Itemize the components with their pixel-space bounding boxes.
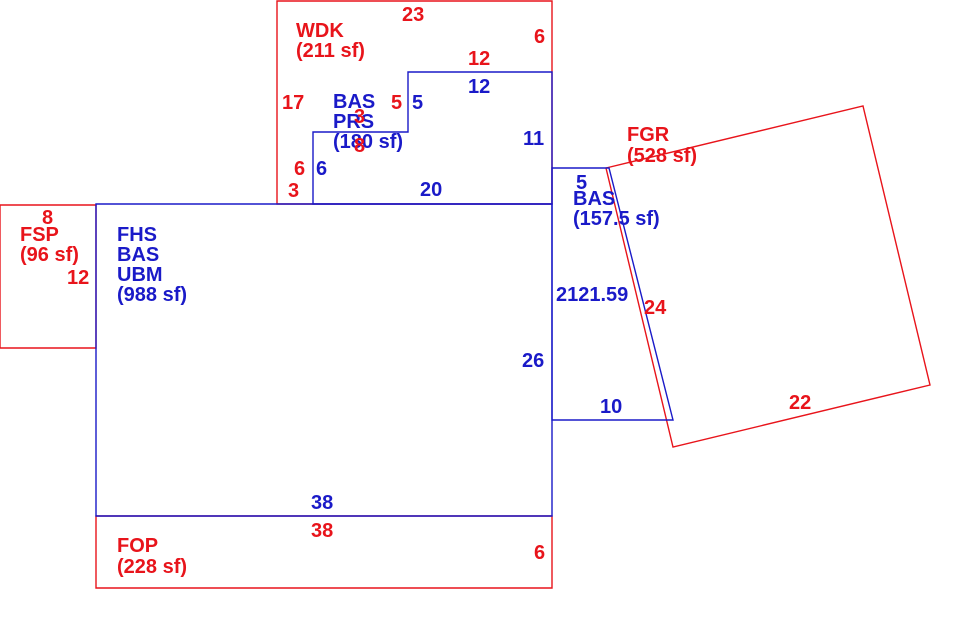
dim-wdk-right: 6 — [534, 26, 545, 48]
right-bas-outline — [551, 167, 674, 421]
dim-fgr-left: 24 — [644, 297, 667, 319]
dim-fop-right: 6 — [534, 542, 545, 564]
dim-wdk-step-3: 3 — [288, 180, 299, 202]
dim-wdk-step-6: 6 — [294, 158, 305, 180]
dim-bas-top: 12 — [468, 76, 490, 98]
wdk-code: WDK — [296, 20, 344, 42]
dim-wdk-top: 23 — [402, 4, 424, 26]
dim-wdk-small-3: 3 — [354, 106, 365, 128]
dim-fop-top: 38 — [311, 520, 333, 542]
main-code1: FHS — [117, 224, 157, 246]
dim-fgr-bottom: 22 — [789, 392, 811, 414]
fsp-area: (96 sf) — [20, 244, 79, 266]
bas-prs-code1: BAS — [333, 91, 375, 113]
dim-right-bas-bottom: 10 — [600, 396, 622, 418]
fop-code: FOP — [117, 535, 158, 557]
dim-right-bas-side: 2121.59 — [556, 284, 628, 306]
main-bas-outline — [95, 203, 553, 517]
dim-bas-bottom: 20 — [420, 179, 442, 201]
dim-main-bottom: 38 — [311, 492, 333, 514]
bas-right-code: BAS — [573, 188, 615, 210]
dim-wdk-small-8: 8 — [354, 135, 365, 157]
fsp-code: FSP — [20, 224, 59, 246]
dim-bas-step-5: 5 — [412, 92, 423, 114]
main-area: (988 sf) — [117, 284, 187, 306]
wdk-area: (211 sf) — [296, 40, 365, 62]
bas-prs-code2: PRS — [333, 111, 374, 133]
dim-fsp-right: 12 — [67, 267, 89, 289]
main-code2: BAS — [117, 244, 159, 266]
fop-area: (228 sf) — [117, 556, 187, 578]
bas-right-area: (157.5 sf) — [573, 208, 660, 230]
dim-wdk-step-5: 5 — [391, 92, 402, 114]
fgr-area: (528 sf) — [627, 145, 697, 167]
dim-main-right: 26 — [522, 350, 544, 372]
dim-fsp-top: 8 — [42, 207, 53, 229]
dim-bas-left-6: 6 — [316, 158, 327, 180]
fgr-code: FGR — [627, 124, 670, 146]
fgr-outline — [605, 105, 931, 448]
dim-wdk-left: 17 — [282, 92, 304, 114]
dim-right-bas-top: 5 — [576, 172, 587, 194]
dim-wdk-inner-top: 12 — [468, 48, 490, 70]
main-code3: UBM — [117, 264, 163, 286]
dim-bas-right: 11 — [523, 128, 544, 150]
bas-prs-area: (180 sf) — [333, 131, 403, 153]
